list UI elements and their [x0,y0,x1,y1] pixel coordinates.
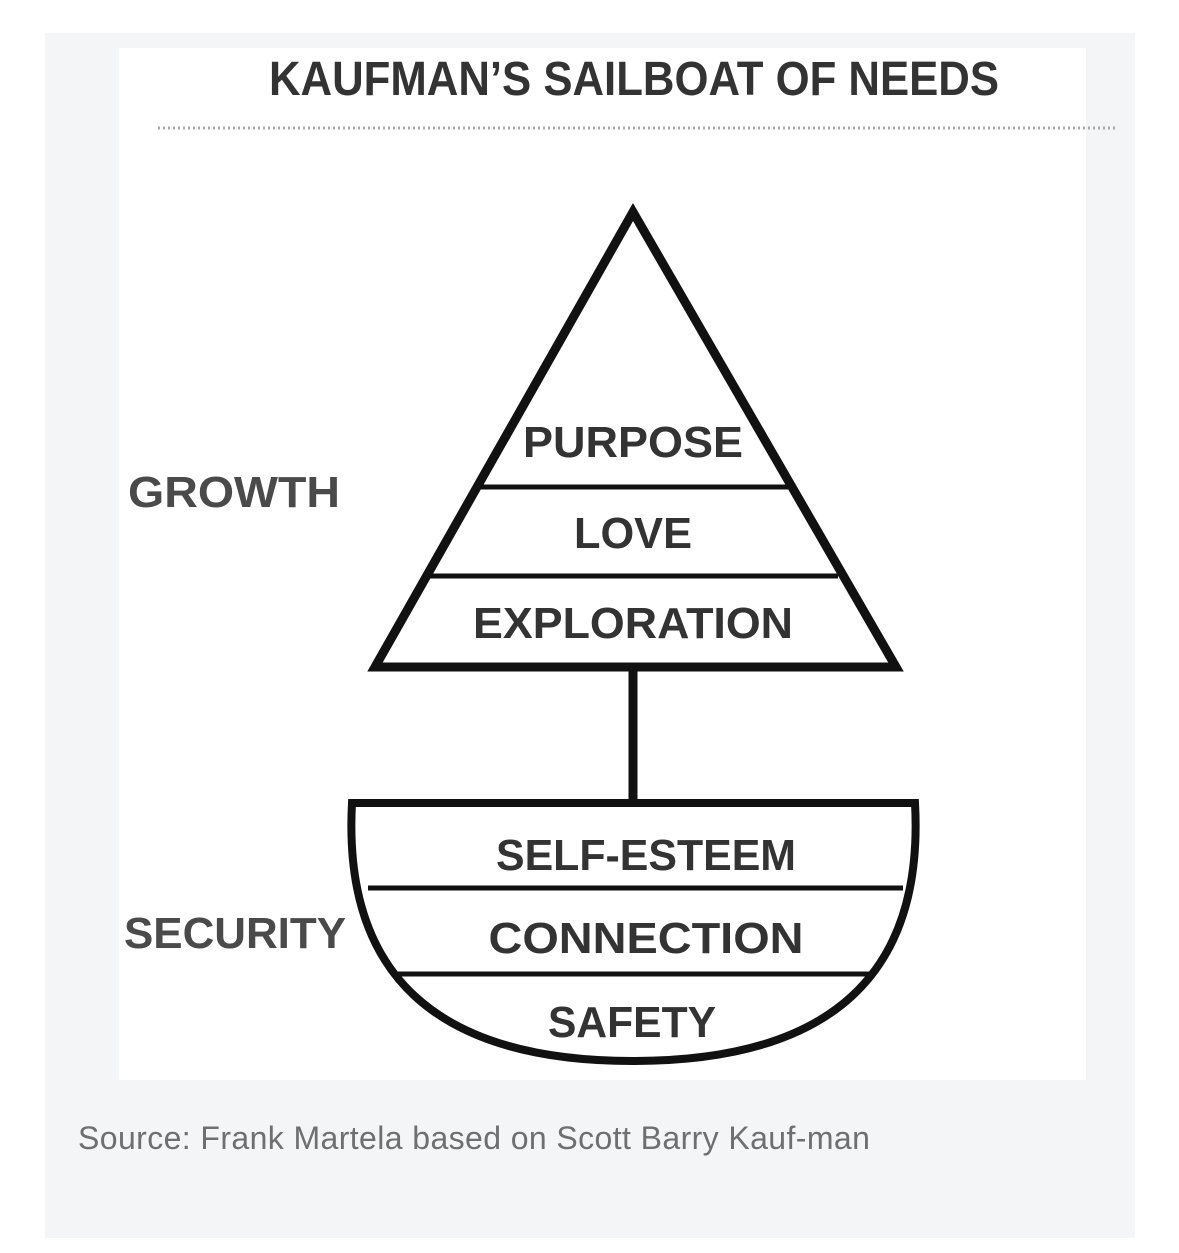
level-safety: SAFETY [548,998,716,1047]
level-connection: CONNECTION [489,914,804,963]
figure-caption: Source: Frank Martela based on Scott Bar… [78,1120,871,1156]
level-love: LOVE [574,509,692,558]
label-security: SECURITY [124,909,346,958]
level-exploration: EXPLORATION [473,599,793,648]
label-growth: GROWTH [128,468,340,517]
level-self-esteem: SELF-ESTEEM [496,831,796,880]
hull [347,799,920,1066]
diagram-title: KAUFMAN’S SAILBOAT OF NEEDS [269,53,999,106]
level-purpose: PURPOSE [523,418,743,467]
